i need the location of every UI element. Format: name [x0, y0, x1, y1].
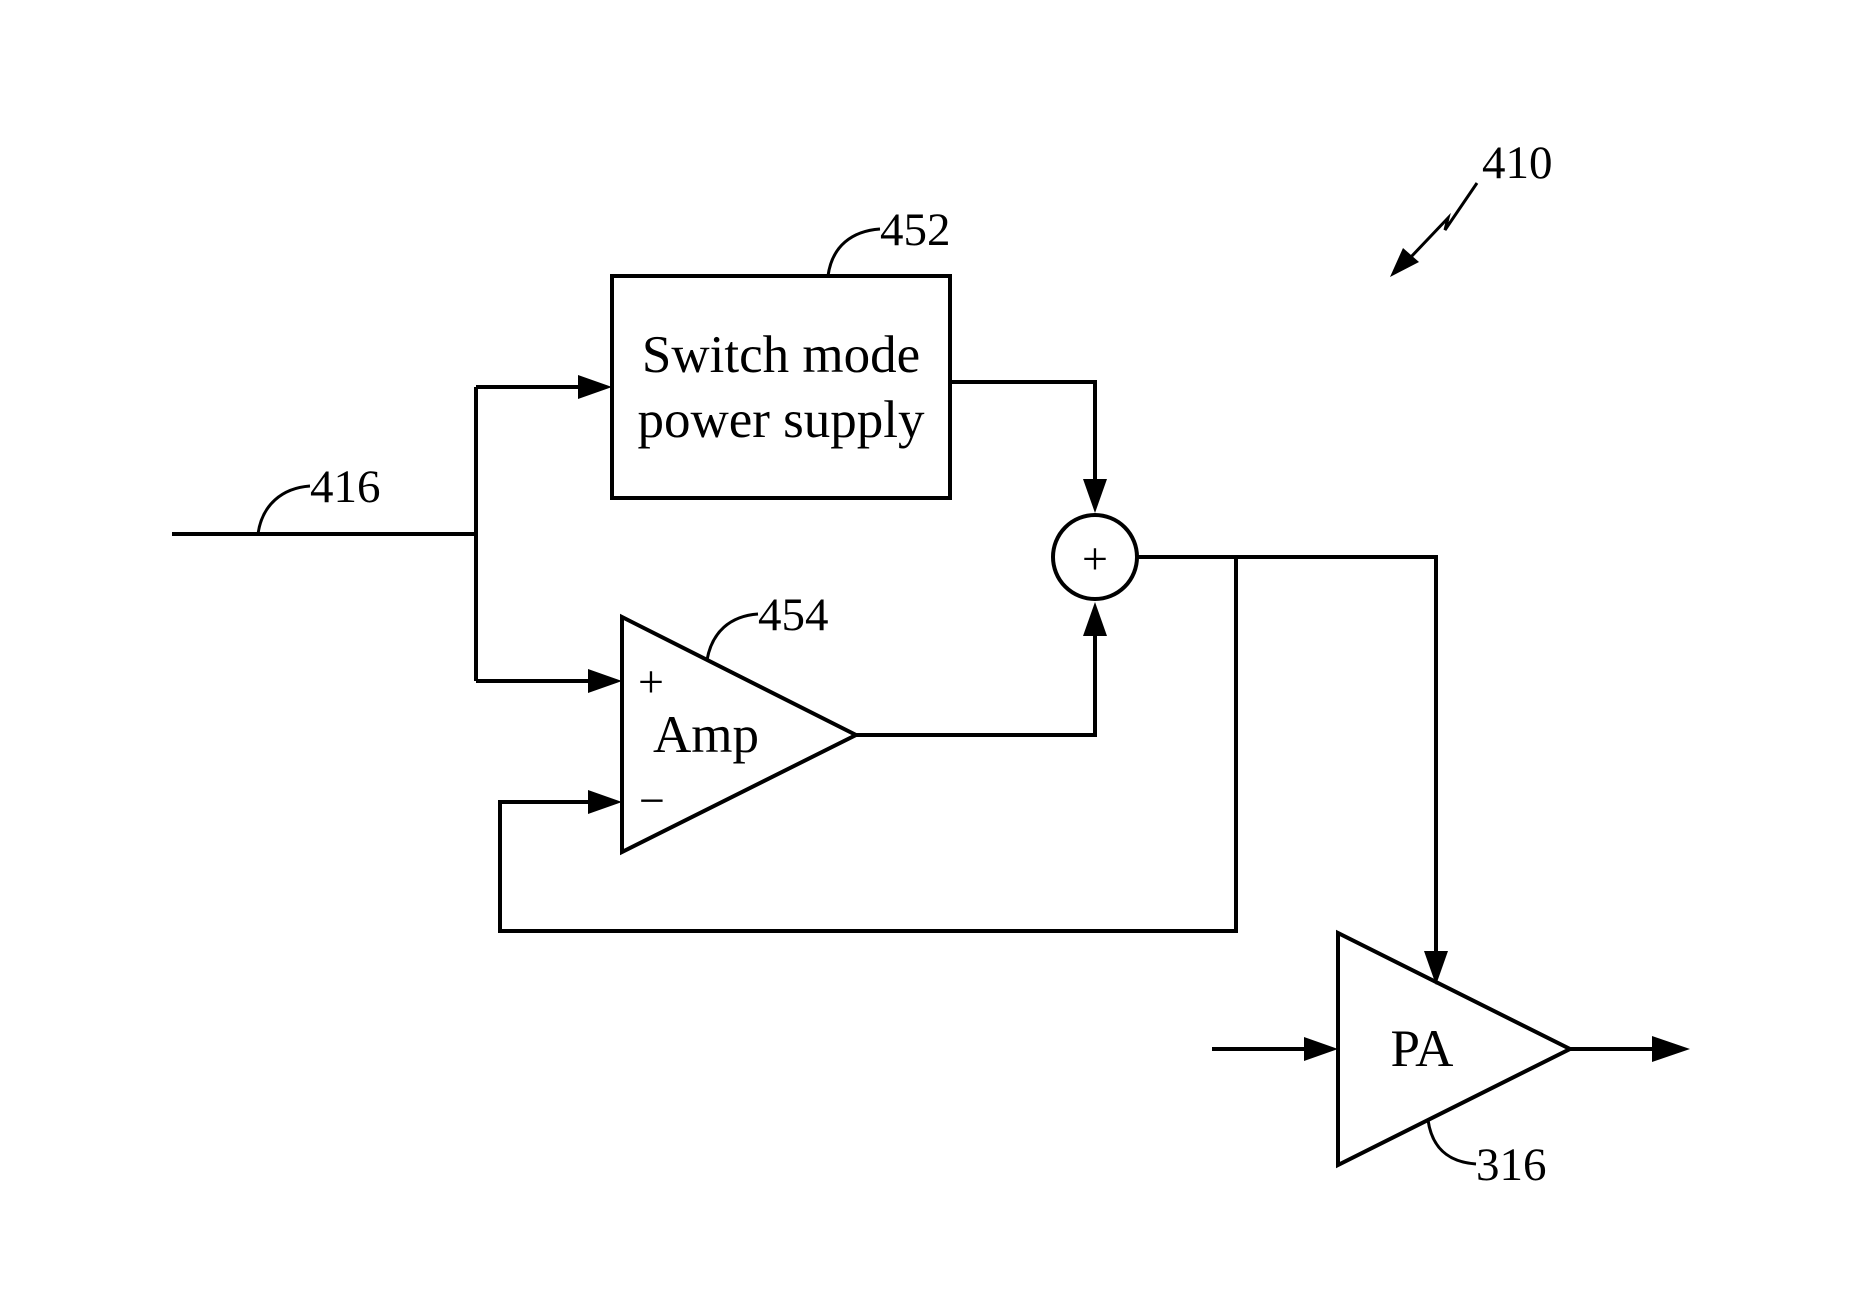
amp-plus-sign: + [638, 656, 664, 707]
amp-plus-input-wire [476, 669, 622, 693]
power-amplifier: PA 316 [1338, 933, 1570, 1191]
smps-ref-label: 452 [880, 204, 951, 256]
pa-label: PA [1391, 1020, 1454, 1078]
figure-ref-410: 410 [1390, 137, 1553, 277]
pa-output-wire [1570, 1036, 1690, 1062]
input-signal-416: 416 [172, 387, 476, 681]
amp-minus-sign: − [639, 775, 665, 826]
pa-input-wire [1212, 1037, 1338, 1061]
smps-input-wire [476, 375, 612, 399]
switch-mode-power-supply: Switch mode power supply 452 [612, 204, 951, 498]
amp-label: Amp [653, 706, 759, 764]
pa-ref-label: 316 [1476, 1139, 1547, 1191]
smps-label-line2: power supply [637, 391, 925, 449]
amp-ref-label: 454 [758, 589, 829, 641]
figure-ref-label: 410 [1482, 137, 1553, 189]
input-ref-label: 416 [310, 461, 381, 513]
smps-output-wire [950, 382, 1107, 513]
summer-output-wire [1137, 557, 1448, 985]
linear-amplifier: + Amp − 454 [622, 589, 856, 852]
smps-label-line1: Switch mode [642, 326, 920, 384]
feedback-wire [500, 557, 1236, 931]
summing-junction: + [1053, 515, 1137, 599]
summer-plus-sign: + [1082, 533, 1108, 584]
amp-output-wire [856, 602, 1107, 735]
